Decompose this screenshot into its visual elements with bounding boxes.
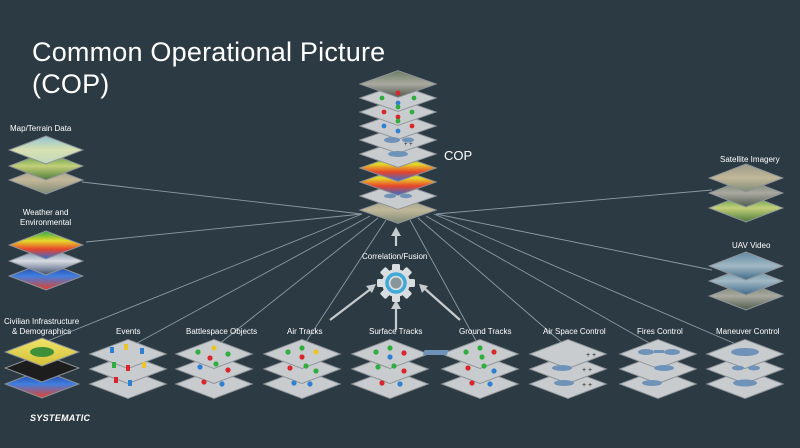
label-uav-video: UAV Video — [732, 241, 771, 250]
label-battlespace-objects: Battlespace Objects — [186, 327, 258, 336]
label-satellite-imagery: Satellite Imagery — [720, 155, 780, 164]
brand-logo: SYSTEMATIC — [30, 413, 91, 423]
cop-label: COP — [444, 148, 473, 163]
air-tracks-stack — [262, 338, 342, 400]
label-civilian-infrastructure: Civilian Infrastructure & Demographics — [4, 317, 80, 336]
uav-video-stack — [707, 251, 785, 311]
svg-text:+ +: + + — [582, 367, 592, 374]
label-map-terrain: Map/Terrain Data — [10, 124, 72, 133]
label-air-space-control: Air Space Control — [543, 327, 606, 336]
maneuver-control-stack — [705, 338, 785, 400]
label-maneuver-control: Maneuver Control — [716, 327, 780, 336]
label-events: Events — [116, 327, 141, 336]
cop-layer-stack: + + — [358, 70, 438, 224]
page-title: Common Operational Picture (COP) — [32, 36, 385, 100]
ground-tracks-stack — [440, 338, 520, 400]
events-stack — [88, 338, 168, 400]
label-fires-control: Fires Control — [637, 327, 683, 336]
label-weather-environmental: Weather and Environmental — [20, 208, 72, 227]
gear-icon — [377, 264, 415, 302]
label-surface-tracks: Surface Tracks — [369, 327, 423, 336]
label-ground-tracks: Ground Tracks — [459, 327, 512, 336]
battlespace-objects-stack — [174, 338, 254, 400]
fusion-label: Correlation/Fusion — [362, 252, 428, 261]
air-space-control-stack: + + + + + + — [422, 338, 608, 400]
title-line-1: Common Operational Picture — [32, 37, 386, 67]
connector-lines — [39, 181, 746, 349]
surface-tracks-stack — [350, 338, 430, 400]
svg-text:+ +: + + — [586, 352, 596, 359]
map-terrain-stack — [7, 135, 85, 195]
weather-environmental-stack — [7, 230, 85, 291]
svg-text:+ +: + + — [582, 382, 592, 389]
satellite-imagery-stack — [707, 163, 785, 223]
fusion-arrows — [329, 227, 461, 330]
civilian-infrastructure-stack — [3, 337, 81, 399]
label-air-tracks: Air Tracks — [287, 327, 323, 336]
svg-text:+ +: + + — [404, 142, 413, 148]
fires-control-stack — [618, 338, 698, 400]
title-line-2: (COP) — [32, 69, 110, 99]
